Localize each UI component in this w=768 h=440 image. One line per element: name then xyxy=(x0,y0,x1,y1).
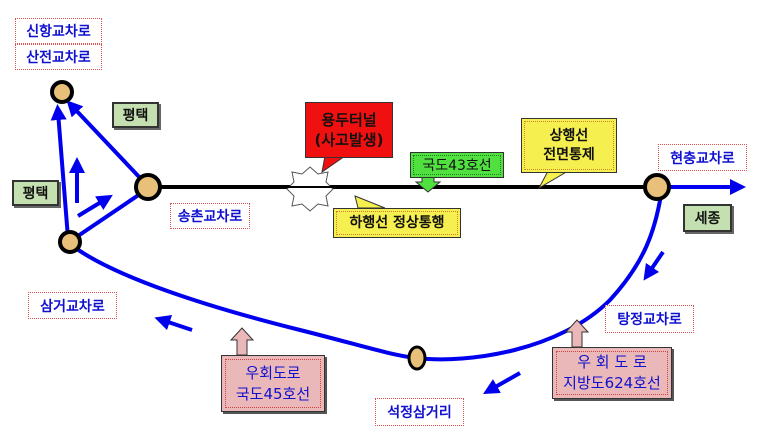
label-samgeo: 삼거교차로 xyxy=(28,292,117,319)
down-callout-tail xyxy=(354,195,386,209)
node-seokjeong[interactable] xyxy=(407,345,427,371)
route-samgeo-sinhang xyxy=(50,104,70,239)
node-sinhang[interactable] xyxy=(50,80,74,104)
destination-pyeongtaek: 평택 xyxy=(12,180,59,206)
up-closed-callout: 상행선 전면통제 xyxy=(521,118,617,173)
up-closed-line2: 전면통제 xyxy=(543,146,595,163)
route43-label: 국도43호선 xyxy=(410,152,504,178)
detour624-arrow xyxy=(564,319,590,348)
incident-note: (사고발생) xyxy=(314,131,384,149)
direction-arrow-diagonal xyxy=(76,194,113,218)
label-sinhang: 신항교차로 xyxy=(15,18,102,44)
detour-route45: 우회도로 국도45호선 xyxy=(221,355,325,412)
label-sanjeon: 산전교차로 xyxy=(15,44,102,70)
label-songchon: 송촌교차로 xyxy=(170,203,250,229)
direction-arrow xyxy=(643,250,665,281)
direction-arrow xyxy=(483,371,521,394)
detour-route624: 우 회 도 로 지방도624호선 xyxy=(552,347,672,399)
tunnel-icon xyxy=(286,166,334,212)
up-closed-line1: 상행선 xyxy=(549,127,589,144)
node-songchon[interactable] xyxy=(134,173,162,201)
label-tangjeong: 탕정교차로 xyxy=(605,305,694,333)
down-normal-callout: 하행선 정상통행 xyxy=(333,208,461,238)
destination-pyeongtaek: 평택 xyxy=(112,102,159,128)
detour-title: 우회도로 xyxy=(245,363,301,382)
node-samgeo[interactable] xyxy=(58,230,82,254)
node-hyeonchung[interactable] xyxy=(643,173,671,201)
direction-arrow xyxy=(154,314,193,332)
route43-tail xyxy=(414,175,442,193)
detour-road: 국도45호선 xyxy=(235,384,311,403)
route-samgeo-songchon xyxy=(70,188,148,242)
incident-callout-tail xyxy=(321,155,347,174)
label-seokjeong: 석정삼거리 xyxy=(375,398,464,426)
incident-callout: 용두터널 (사고발생) xyxy=(305,102,393,158)
detour-title: 우 회 도 로 xyxy=(577,353,647,371)
route-songchon-sinhang xyxy=(66,100,144,182)
destination-sejong: 세종 xyxy=(683,204,732,232)
incident-title: 용두터널 xyxy=(321,111,377,129)
down-normal-text: 하행선 정상통행 xyxy=(349,214,445,231)
detour45-arrow xyxy=(229,327,255,356)
label-hyeonchung: 현충교차로 xyxy=(658,144,747,171)
detour-road: 지방도624호선 xyxy=(563,374,661,392)
